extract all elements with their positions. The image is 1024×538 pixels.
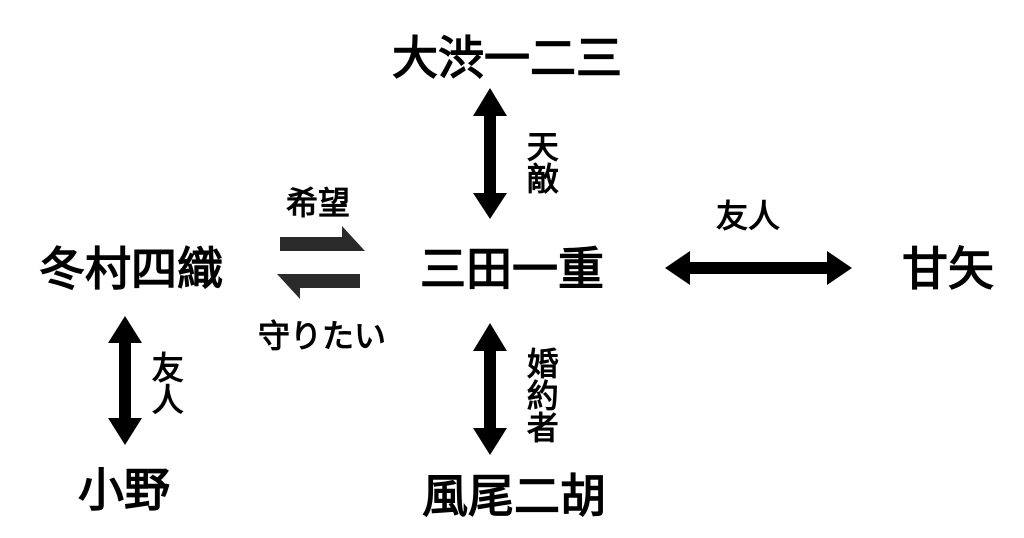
relation-label-center-bottom: 婚約者 — [521, 347, 560, 443]
arrow-center-right — [665, 251, 852, 285]
relation-label-left-bottom-left: 友人 — [146, 351, 185, 415]
arrow-center-bottom — [473, 323, 507, 455]
node-left: 冬村四織 — [39, 242, 223, 296]
arrow-left-to-center — [280, 226, 365, 251]
arrow-center-top — [473, 88, 507, 219]
node-bottom-left: 小野 — [78, 463, 170, 517]
relation-label-center-to-left: 守りたい — [257, 317, 387, 355]
relation-label-left-to-center: 希望 — [285, 184, 351, 222]
node-right: 甘矢 — [902, 242, 994, 296]
arrow-left-bottom-left — [108, 316, 142, 445]
relation-label-center-top: 天敵 — [521, 130, 560, 194]
arrow-center-to-left — [277, 274, 360, 299]
node-bottom: 風尾二胡 — [422, 469, 606, 523]
node-center: 三田一重 — [420, 242, 604, 296]
node-top: 大渋一二三 — [392, 31, 622, 85]
relation-label-center-right: 友人 — [715, 197, 781, 235]
